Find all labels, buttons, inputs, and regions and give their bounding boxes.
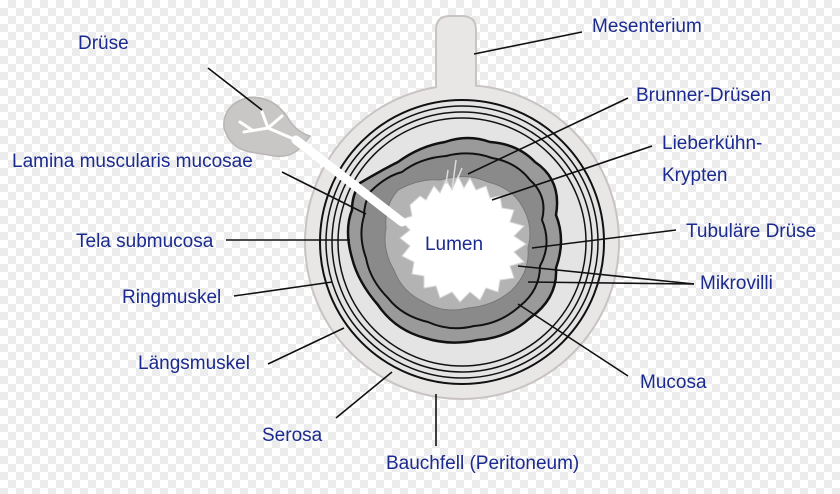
- leader-mikrovilli-1: [517, 265, 695, 285]
- leader-tubulare: [531, 229, 677, 249]
- label-tubulare: Tubuläre Drüse: [686, 221, 816, 242]
- label-lumen: Lumen: [425, 234, 483, 255]
- label-mikrovilli: Mikrovilli: [700, 273, 773, 294]
- label-lieberkuhn-line1: Lieberkühn-: [662, 133, 762, 154]
- leader-lieberkuhn: [491, 145, 653, 201]
- label-ringmuskel: Ringmuskel: [122, 287, 221, 308]
- druse-duct-channel: [291, 135, 407, 227]
- label-druse: Drüse: [78, 33, 129, 54]
- leader-ringmuskel: [233, 281, 333, 297]
- leader-langsmuskel: [267, 327, 345, 365]
- leader-mucosa: [517, 303, 629, 377]
- label-lieberkuhn-line2: Krypten: [662, 165, 727, 186]
- leader-serosa: [335, 371, 393, 419]
- leader-mesenterium: [473, 31, 583, 55]
- stalk-join: [437, 84, 475, 94]
- label-brunner: Brunner-Drüsen: [636, 85, 771, 106]
- druse-ducts: [238, 110, 298, 142]
- leader-lines: [207, 31, 695, 446]
- label-lamina: Lamina muscularis mucosae: [12, 151, 253, 172]
- lumen-villi: [399, 174, 527, 303]
- crypt-spikes: [445, 159, 463, 191]
- leader-lamina: [281, 171, 367, 215]
- leader-druse: [207, 67, 263, 111]
- label-tela: Tela submucosa: [76, 231, 214, 252]
- label-langsmuskel: Längsmuskel: [138, 353, 250, 374]
- leader-mikrovilli-2: [527, 281, 695, 285]
- leader-brunner: [467, 97, 629, 175]
- label-serosa: Serosa: [262, 425, 323, 446]
- label-mucosa: Mucosa: [640, 372, 707, 393]
- label-mesenterium: Mesenterium: [592, 16, 702, 37]
- label-bauchfell: Bauchfell (Peritoneum): [386, 453, 579, 474]
- druse-gland: [223, 96, 312, 158]
- lumen-area: [399, 159, 527, 303]
